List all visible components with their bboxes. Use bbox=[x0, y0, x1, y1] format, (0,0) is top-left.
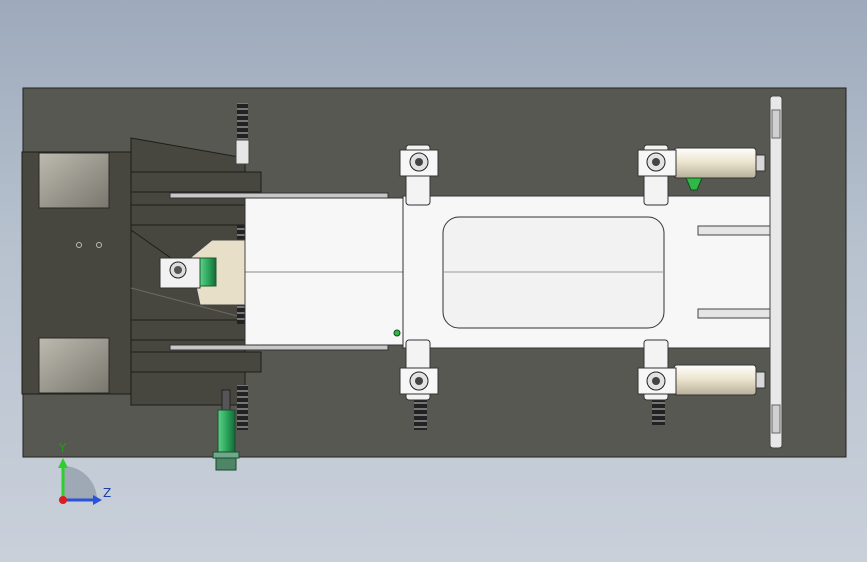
clamp-bracket-tr bbox=[637, 144, 677, 206]
green-marker bbox=[393, 329, 401, 337]
pad-bottom bbox=[38, 337, 110, 394]
clamp-bracket-tl bbox=[399, 144, 439, 206]
top-strip bbox=[169, 192, 389, 199]
coordinate-triad bbox=[58, 458, 102, 505]
z-axis-label: Z bbox=[103, 486, 112, 500]
clamp-bracket-br bbox=[637, 339, 677, 401]
cylinder-bottom bbox=[673, 364, 766, 396]
x-axis-dot bbox=[59, 496, 67, 504]
pad-top bbox=[38, 152, 110, 209]
clamp-insert bbox=[159, 239, 246, 306]
y-axis-label: Y bbox=[59, 441, 67, 455]
end-plate bbox=[769, 95, 783, 449]
clamp-bracket-bl bbox=[399, 339, 439, 401]
left-mount bbox=[21, 151, 133, 395]
green-cylinder bbox=[212, 389, 240, 471]
triad-quarter-arc bbox=[63, 466, 97, 500]
carriage-body bbox=[244, 195, 773, 349]
bottom-strip bbox=[169, 344, 389, 351]
